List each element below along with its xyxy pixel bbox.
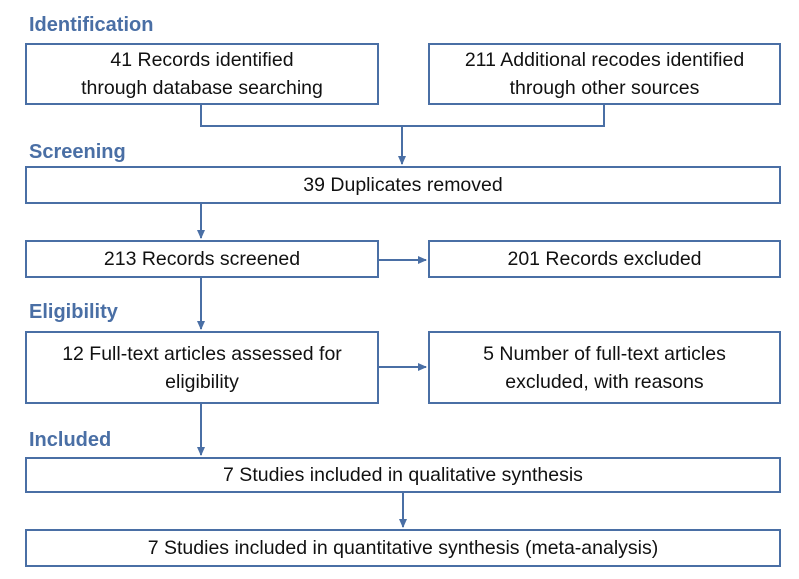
box-text-line: 211 Additional recodes identified [464, 49, 745, 71]
box-text: 7 Studies included in quantitative synth… [148, 534, 659, 562]
box-text-line: 39 Duplicates removed [303, 174, 503, 196]
section-label-included: Included [29, 429, 112, 451]
box-text-line: through database searching [81, 77, 323, 99]
box-text-line: 213 Records screened [103, 248, 301, 270]
box-text-line: 12 Full-text articles assessed for [62, 342, 342, 365]
box-text-line: 7 Studies included in qualitative synthe… [223, 464, 583, 486]
section-label-screening: Screening [29, 141, 126, 163]
box-text: 12 Full-text articles assessed for eligib… [62, 340, 342, 396]
section-label-identification: Identification [29, 14, 154, 36]
box-text-line: eligibility [165, 370, 239, 393]
box-text: 7 Studies included in qualitative synthe… [223, 461, 583, 489]
box-text: 201 Records excluded [507, 245, 701, 273]
box-database-records: 41 Records identified through database se… [25, 43, 379, 105]
box-records-screened: 213 Records screened [25, 240, 379, 278]
box-quantitative-synthesis: 7 Studies included in quantitative synth… [25, 529, 781, 567]
box-text-line: 5 Number of full-text articles [483, 342, 726, 365]
box-text: 41 Records identified through database se… [81, 46, 323, 102]
box-text-line: 201 Records excluded [507, 248, 702, 270]
box-fulltext-assessed: 12 Full-text articles assessed for eligib… [25, 331, 379, 404]
merge-connector [200, 105, 605, 127]
box-text-line: 41 Records identified [110, 49, 294, 71]
section-label-eligibility: Eligibility [29, 301, 118, 323]
box-other-source-records: 211 Additional recodes identified through… [428, 43, 781, 105]
box-text-line: 7 Studies included in quantitative synth… [147, 537, 659, 559]
box-qualitative-synthesis: 7 Studies included in qualitative synthe… [25, 457, 781, 493]
box-duplicates-removed: 39 Duplicates removed [25, 166, 781, 204]
box-text: 39 Duplicates removed [303, 171, 502, 199]
box-text: 211 Additional recodes identified through… [465, 46, 744, 102]
box-text-line: through other sources [509, 77, 700, 99]
box-records-excluded: 201 Records excluded [428, 240, 781, 278]
box-text-line: excluded, with reasons [505, 370, 704, 393]
box-text: 5 Number of full-text articles excluded, … [483, 340, 726, 396]
box-text: 213 Records screened [104, 245, 300, 273]
box-fulltext-excluded: 5 Number of full-text articles excluded, … [428, 331, 781, 404]
